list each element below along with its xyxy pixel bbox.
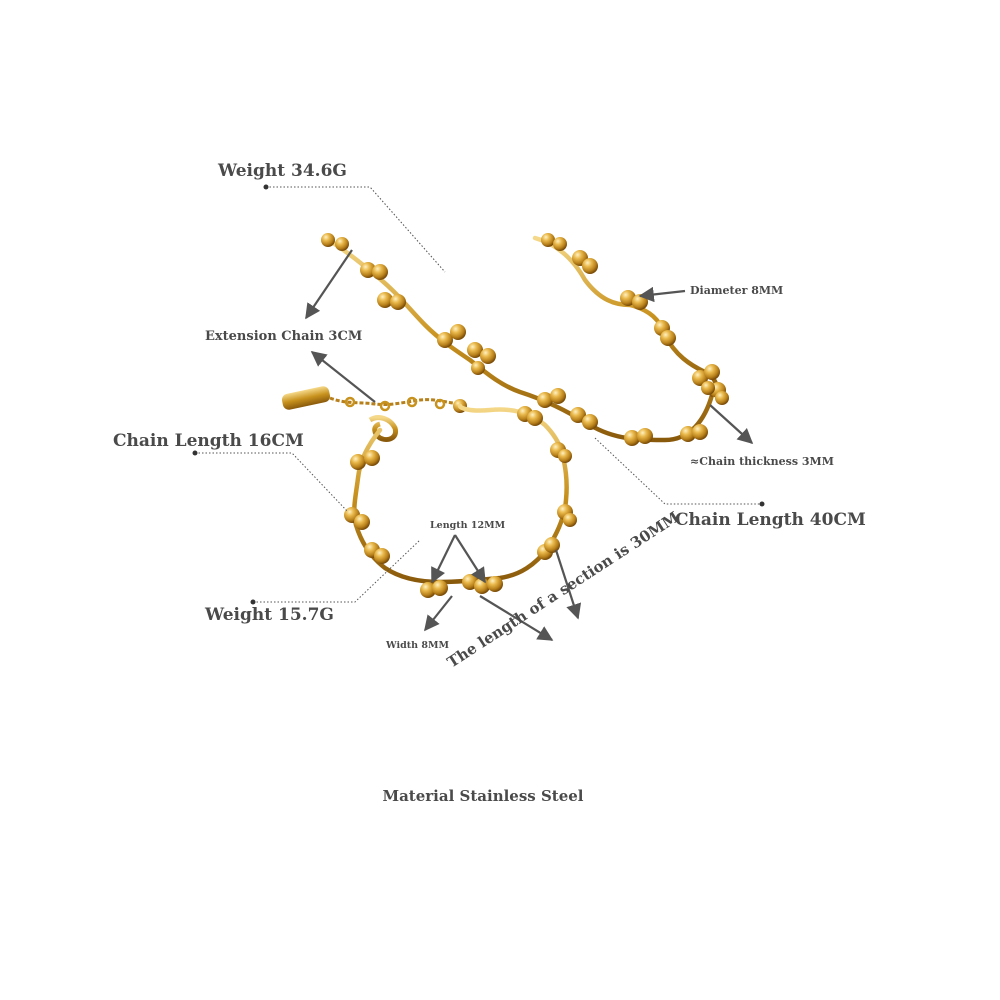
- material-label: Material Stainless Steel: [382, 787, 584, 805]
- extension-chain: [281, 386, 467, 443]
- necklace-left-strand: [322, 235, 715, 443]
- dimension-arrows: [305, 249, 754, 641]
- diameter-label: Diameter 8MM: [690, 284, 784, 297]
- leader-dots: [192, 184, 765, 605]
- bracelet-links: [344, 406, 577, 598]
- weight-bracelet-label: Weight 15.7G: [205, 605, 334, 625]
- necklace-right-strand: [532, 235, 719, 398]
- chain-length-necklace-label: Chain Length 40CM: [675, 510, 866, 530]
- link-length-label: Length 12MM: [430, 520, 506, 531]
- weight-necklace-label: Weight 34.6G: [218, 161, 347, 181]
- chain-length-bracelet-label: Chain Length 16CM: [113, 431, 304, 451]
- leader-lines: [195, 186, 762, 603]
- extension-chain-label: Extension Chain 3CM: [205, 329, 363, 344]
- link-width-label: Width 8MM: [386, 640, 449, 651]
- chain-thickness-label: ≈Chain thickness 3MM: [690, 455, 834, 468]
